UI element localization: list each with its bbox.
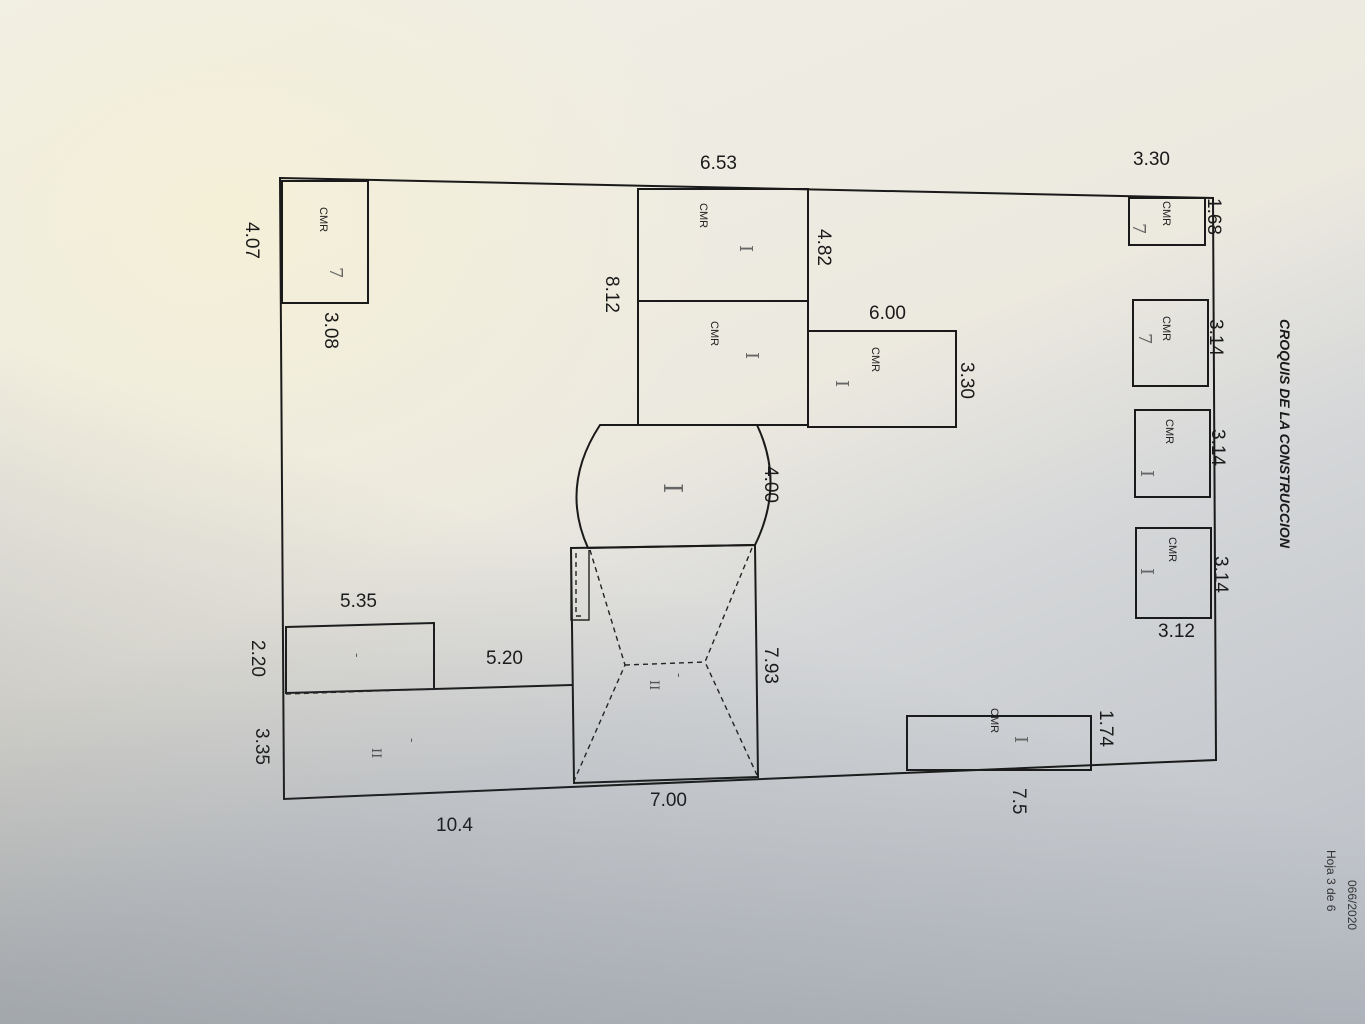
room-label: CMR: [1163, 419, 1175, 444]
dim-812: 8.12: [601, 276, 622, 313]
dim-314b: 3.14: [1207, 429, 1228, 466]
dim-top-330: 3.30: [1133, 149, 1170, 170]
dim-174: 1.74: [1095, 710, 1116, 747]
reference-number: 066/2020: [1345, 880, 1359, 930]
room-168: [1128, 197, 1206, 246]
room-314-a: [1132, 299, 1209, 387]
room-535: [285, 621, 435, 695]
hand-mark: I: [657, 483, 687, 493]
room-center-top: [637, 188, 809, 302]
room-label: CMR: [1160, 316, 1172, 341]
dim-104: 10.4: [436, 815, 473, 836]
mark-two: II: [646, 680, 661, 690]
hand-mark: 7: [1134, 333, 1155, 344]
dim-168: 1.68: [1203, 198, 1224, 235]
page-number: Hoja 3 de 6: [1324, 850, 1338, 912]
room-label: CMR: [988, 708, 1000, 733]
room-314-c: [1135, 527, 1212, 619]
room-top-left: [281, 180, 369, 304]
mark-one: -: [349, 653, 364, 657]
dim-793: 7.93: [760, 647, 781, 684]
hand-mark: 7: [325, 267, 346, 278]
room-314-b: [1134, 409, 1211, 498]
dim-314a: 3.14: [1205, 319, 1226, 356]
dim-400: 4.00: [760, 466, 781, 503]
dim-308: 3.08: [320, 312, 341, 349]
dim-700: 7.00: [650, 790, 687, 811]
hip-room: [569, 543, 760, 785]
dim-top-653: 6.53: [700, 153, 737, 174]
hand-mark: I: [735, 245, 756, 252]
room-six: [807, 330, 957, 428]
dim-482: 4.82: [813, 229, 834, 266]
room-label: CMR: [708, 321, 720, 346]
room-label: CMR: [1160, 201, 1172, 226]
mark-two: II: [368, 748, 383, 758]
dim-312: 3.12: [1158, 621, 1195, 642]
room-center-mid: [637, 300, 809, 426]
room-label: CMR: [1166, 537, 1178, 562]
hand-mark: I: [1136, 470, 1157, 477]
room-label: CMR: [697, 203, 709, 228]
dim-330b: 3.30: [956, 362, 977, 399]
hand-mark: I: [741, 352, 762, 359]
room-label: CMR: [869, 347, 881, 372]
dim-407: 4.07: [241, 222, 262, 259]
dim-314c: 3.14: [1210, 556, 1231, 593]
dim-75: 7.5: [1008, 788, 1029, 814]
dim-520: 5.20: [486, 648, 523, 669]
mark-dash: -: [671, 673, 686, 677]
dim-535: 5.35: [340, 591, 377, 612]
room-174: [906, 715, 1092, 771]
hand-mark: I: [831, 380, 852, 387]
hand-mark: I: [1010, 736, 1031, 743]
sketch-title: CROQUIS DE LA CONSTRUCCION: [1277, 319, 1293, 549]
lot-outline: [278, 176, 1218, 801]
mark-dash: -: [404, 738, 419, 742]
dim-600: 6.00: [869, 303, 906, 324]
hand-mark: I: [1136, 568, 1157, 575]
dim-335: 3.35: [251, 728, 272, 765]
dim-220: 2.20: [247, 640, 268, 677]
hand-mark: 7: [1128, 223, 1149, 234]
room-label: CMR: [317, 207, 329, 232]
